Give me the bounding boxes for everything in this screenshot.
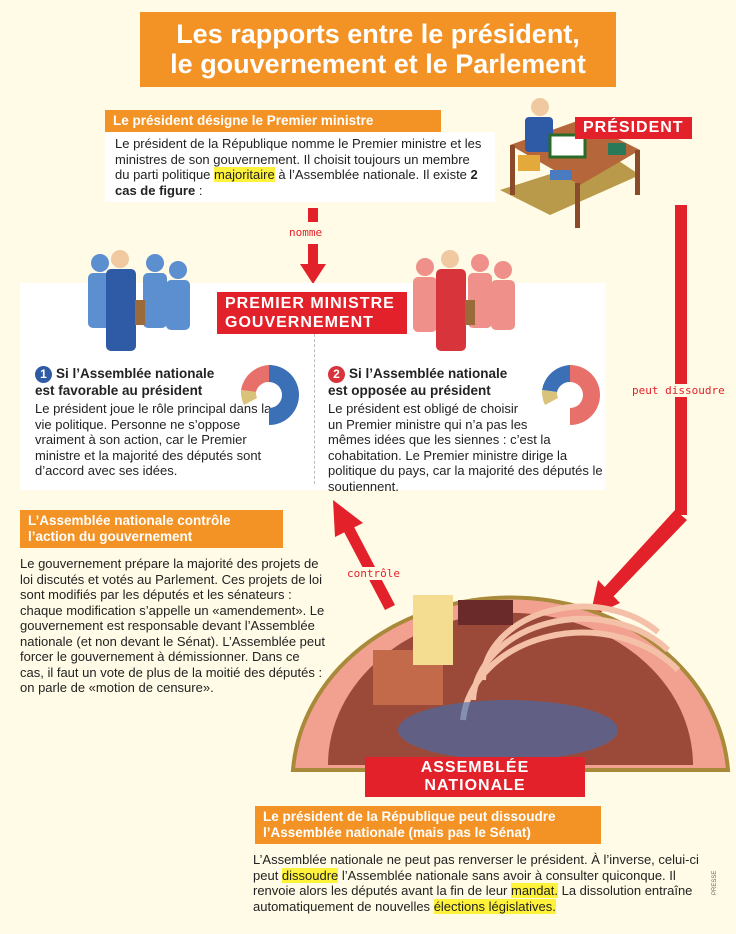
- text: à l’Assemblée nationale. Il existe: [274, 167, 471, 182]
- header-line: L’Assemblée nationale contrôle: [28, 513, 231, 528]
- highlight: mandat.: [511, 883, 558, 898]
- title-line-1: Les rapports entre le président,: [176, 19, 580, 49]
- header-line: l’action du gouvernement: [28, 529, 193, 544]
- assemblee-hemicycle-illustration: [290, 595, 731, 772]
- section1-text: Le président de la République nomme le P…: [105, 132, 495, 202]
- case1-number-badge: 1: [35, 366, 52, 383]
- controle-label: contrôle: [347, 567, 400, 580]
- bold-text: 2 cas de figure: [115, 167, 478, 198]
- case2-text: Le président est obligé de choisir un Pr…: [328, 401, 603, 494]
- highlight: majoritaire: [214, 167, 275, 182]
- case2-number-badge: 2: [328, 366, 345, 383]
- highlight: élections législatives.: [433, 898, 556, 914]
- text: l’Assemblée nationale sans avoir à consu…: [253, 867, 676, 899]
- case1: 1 Si l’Assemblée nationale est favorable a…: [35, 366, 295, 479]
- red-deputies-illustration: [413, 250, 515, 351]
- assemblee-label: ASSEMBLÉE NATIONALE: [365, 757, 585, 797]
- text: La dissolution entraîne automatiquement …: [253, 883, 693, 914]
- header-line: Le président de la République peut disso…: [263, 809, 556, 824]
- case1-title: 1 Si l’Assemblée nationale est favorable a…: [35, 366, 295, 399]
- section4-header: Le président de la République peut disso…: [255, 806, 601, 844]
- blue-deputies-illustration: [88, 250, 190, 351]
- title-line-2: le gouvernement et le Parlement: [170, 49, 586, 79]
- divider: [314, 334, 315, 484]
- credit: PRESSE: [712, 870, 718, 895]
- section1-header: Le président désigne le Premier ministre: [105, 110, 441, 132]
- text: L’Assemblée nationale ne peut pas renver…: [253, 852, 699, 883]
- case2: 2 Si l’Assemblée nationale est opposée au …: [328, 365, 603, 494]
- president-label: PRÉSIDENT: [575, 117, 692, 139]
- hemicycle-chart-red-majority: [541, 365, 600, 425]
- highlight: dissoudre: [281, 867, 339, 883]
- premier-ministre-label: PREMIER MINISTRE GOUVERNEMENT: [217, 292, 407, 334]
- text: Le président de la République nomme le P…: [115, 136, 482, 182]
- section3-text: Le gouvernement prépare la majorité des …: [20, 556, 325, 695]
- arrow-down-icon: [300, 208, 326, 284]
- case1-text: Le président joue le rôle principal dans…: [35, 401, 272, 478]
- text: :: [195, 182, 203, 198]
- peut-dissoudre-label: peut dissoudre: [632, 384, 725, 397]
- title-line: Si l’Assemblée nationale: [56, 366, 215, 381]
- title-line: Si l’Assemblée nationale: [349, 366, 508, 381]
- header-line: l’Assemblée nationale (mais pas le Sénat…: [263, 825, 531, 840]
- nomme-label: nomme: [289, 226, 323, 239]
- label-line-1: PREMIER MINISTRE: [225, 295, 395, 312]
- title-line: est opposée au président: [328, 383, 491, 398]
- dissoudre-arrow-icon: [590, 205, 687, 617]
- case2-title: 2 Si l’Assemblée nationale est opposée au …: [328, 366, 603, 399]
- title-line: est favorable au président: [35, 383, 203, 398]
- page-title: Les rapports entre le président,le gouve…: [140, 12, 616, 87]
- label-line-2: GOUVERNEMENT: [225, 314, 374, 331]
- section4-text: L’Assemblée nationale ne peut pas renver…: [253, 852, 718, 914]
- hemicycle-chart-blue-majority: [240, 365, 299, 425]
